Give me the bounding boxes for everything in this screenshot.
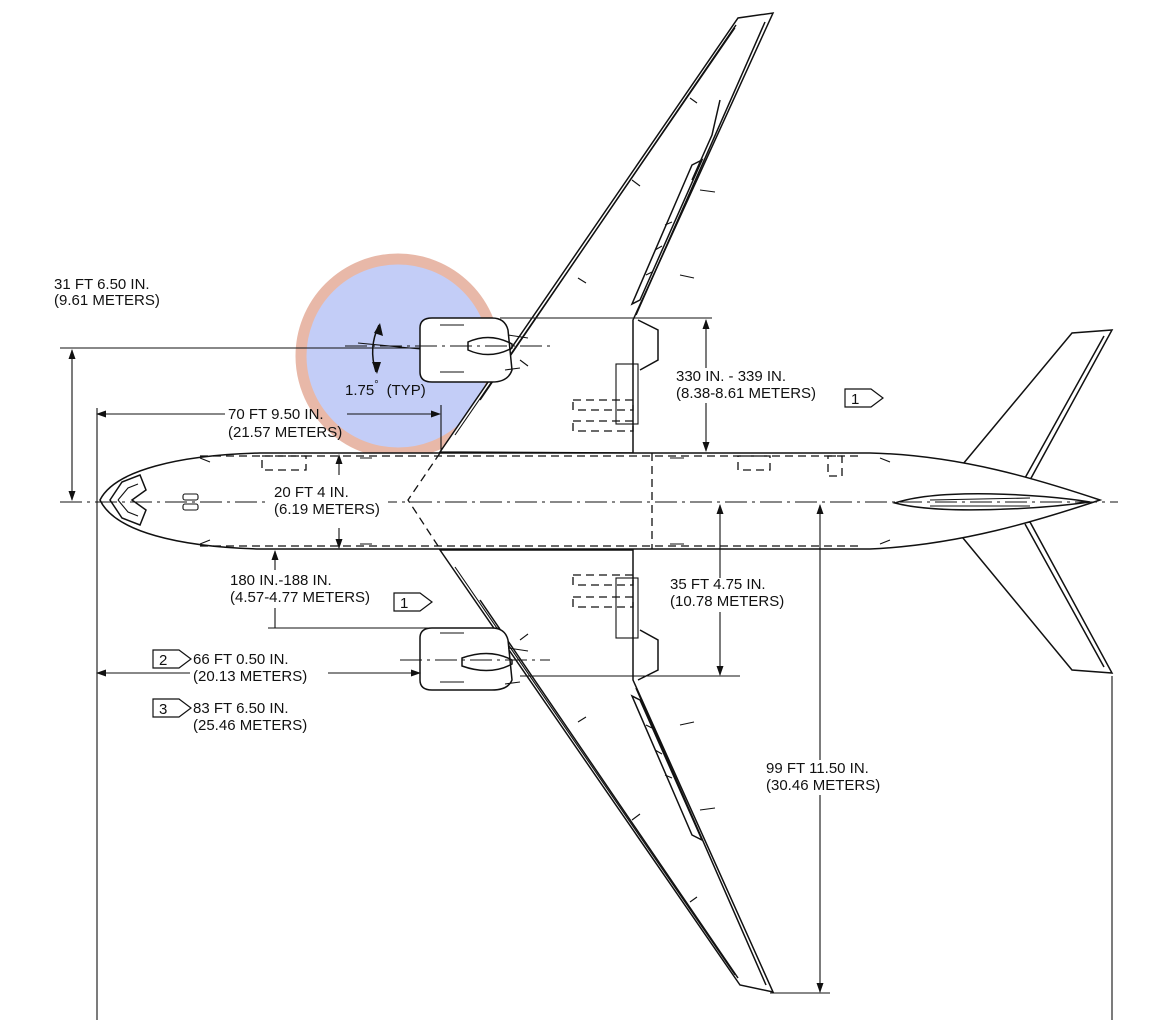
note-tag-3: 3 xyxy=(152,698,192,718)
engine-offset-label-in: 330 IN. - 339 IN. xyxy=(676,368,786,385)
nose-to-wingtip-label-m: (25.46 METERS) xyxy=(193,717,307,734)
nose-to-wing-label-m: (21.57 METERS) xyxy=(228,424,342,441)
horizontal-stabilizers xyxy=(956,329,1114,674)
svg-text:1: 1 xyxy=(400,595,408,612)
half-span-label-ft: 99 FT 11.50 IN. xyxy=(766,760,869,777)
note-tag-1-lower: 1 xyxy=(393,592,433,612)
wing-engine-span-label-m: (10.78 METERS) xyxy=(670,593,784,610)
engine-offset-label-m: (8.38-8.61 METERS) xyxy=(676,385,816,402)
engine-height-label-m: (9.61 METERS) xyxy=(54,292,160,309)
nose-to-engine-label-m: (20.13 METERS) xyxy=(193,668,307,685)
nose-to-engine-label-ft: 66 FT 0.50 IN. xyxy=(193,651,289,668)
engine-height-label-ft: 31 FT 6.50 IN. xyxy=(54,276,150,293)
fuselage-width-label-ft: 20 FT 4 IN. xyxy=(274,484,349,501)
nose-to-wing-label-ft: 70 FT 9.50 IN. xyxy=(228,406,324,423)
upper-wing xyxy=(438,12,775,454)
upper-engine xyxy=(345,317,555,383)
note-tag-1-upper: 1 xyxy=(844,388,884,408)
fuselage-width-label-m: (6.19 METERS) xyxy=(274,501,380,518)
svg-text:2: 2 xyxy=(159,652,167,669)
half-span-label-m: (30.46 METERS) xyxy=(766,777,880,794)
main-landing-gear xyxy=(572,363,639,639)
note-tag-2: 2 xyxy=(152,649,192,669)
wing-engine-span-label-ft: 35 FT 4.75 IN. xyxy=(670,576,766,593)
fuselage xyxy=(99,452,1103,550)
engine-clearance-label-in: 180 IN.-188 IN. xyxy=(230,572,332,589)
angle-label: 1.75°(TYP) xyxy=(345,379,426,399)
svg-text:1: 1 xyxy=(851,391,859,408)
svg-text:3: 3 xyxy=(159,701,167,718)
engine-clearance-label-m: (4.57-4.77 METERS) xyxy=(230,589,370,606)
nose-to-wingtip-label-ft: 83 FT 6.50 IN. xyxy=(193,700,289,717)
lower-wing xyxy=(438,549,775,994)
